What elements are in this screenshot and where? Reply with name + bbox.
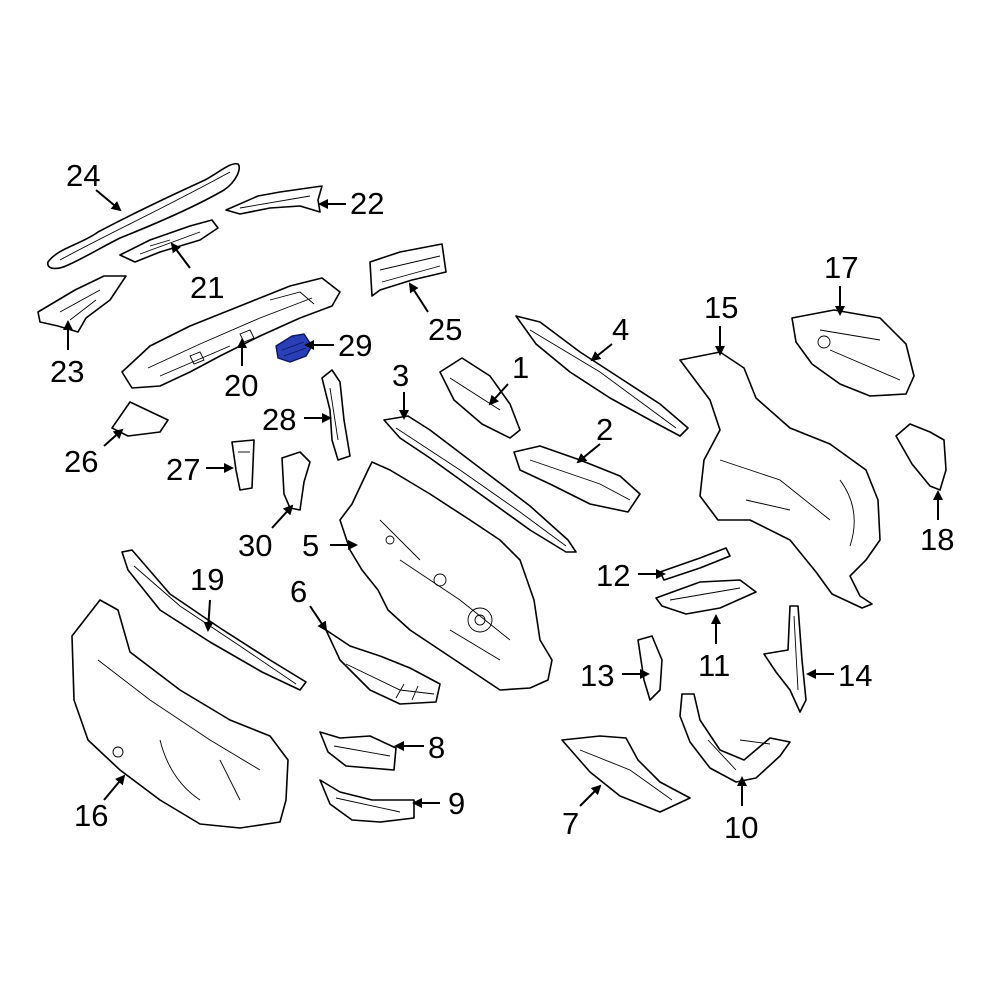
part-2-cowl-brace-lower[interactable] <box>513 445 641 513</box>
leader-21 <box>170 242 191 269</box>
callout-28: 28 <box>262 402 296 437</box>
callout-16: 16 <box>74 798 108 833</box>
callout-1: 1 <box>512 350 529 385</box>
part-24-cowl-seal[interactable] <box>47 162 240 270</box>
callout-7: 7 <box>562 806 579 841</box>
part-15-side-panel[interactable] <box>679 351 881 609</box>
leader-30 <box>271 504 294 529</box>
callout-30: 30 <box>238 528 272 563</box>
part-8-bracket[interactable] <box>319 731 397 771</box>
callout-13: 13 <box>580 658 614 693</box>
part-11-tray[interactable] <box>655 579 757 615</box>
leader-25 <box>408 282 429 313</box>
leader-lines <box>63 189 943 808</box>
part-4-cowl-brace[interactable] <box>515 315 689 437</box>
part-14-pillar-bracket[interactable] <box>763 605 807 713</box>
callout-10: 10 <box>724 810 758 845</box>
part-10-frame-member[interactable] <box>679 693 791 783</box>
callout-12: 12 <box>596 558 630 593</box>
callout-15: 15 <box>704 290 738 325</box>
callout-3: 3 <box>392 358 409 393</box>
callout-5: 5 <box>302 528 319 563</box>
part-29-highlighted-bracket[interactable] <box>275 333 313 363</box>
part-16-dash-insulator[interactable] <box>71 599 289 829</box>
part-13-small-bracket[interactable] <box>637 635 663 701</box>
callout-17: 17 <box>824 250 858 285</box>
leader-7 <box>579 784 602 807</box>
leader-4 <box>590 343 613 362</box>
callout-2: 2 <box>596 412 613 447</box>
callout-29: 29 <box>338 328 372 363</box>
leader-24 <box>95 189 122 212</box>
part-1-reinforcement[interactable] <box>439 357 521 439</box>
callout-numbers: 1 2 3 4 5 6 7 8 9 10 11 12 13 14 15 16 1… <box>50 158 954 845</box>
part-7-floor-panel[interactable] <box>561 735 691 813</box>
callout-8: 8 <box>428 730 445 765</box>
callout-19: 19 <box>190 562 224 597</box>
part-3-cowl-cross-member[interactable] <box>383 415 577 553</box>
callout-27: 27 <box>166 452 200 487</box>
part-6-footwell-panel[interactable] <box>325 629 441 705</box>
callout-24: 24 <box>66 158 100 193</box>
leader-19 <box>203 599 214 632</box>
part-27-duct[interactable] <box>231 439 255 491</box>
leader-1 <box>488 383 509 406</box>
callout-23: 23 <box>50 354 84 389</box>
callout-6: 6 <box>290 574 307 609</box>
callout-18: 18 <box>920 522 954 557</box>
part-30-mount[interactable] <box>281 451 311 511</box>
part-28-upright-bracket[interactable] <box>321 369 351 461</box>
callout-14: 14 <box>838 658 872 693</box>
part-9-support[interactable] <box>319 779 415 823</box>
part-21-cowl-panel[interactable] <box>119 219 219 263</box>
callout-25: 25 <box>428 312 462 347</box>
leader-2 <box>576 443 601 464</box>
callout-21: 21 <box>190 270 224 305</box>
part-22-cowl-bracket[interactable] <box>225 185 323 215</box>
leader-26 <box>103 428 124 447</box>
part-17-wheelhouse-panel[interactable] <box>791 309 915 397</box>
callout-26: 26 <box>64 444 98 479</box>
part-25-insulator-panel[interactable] <box>369 243 447 297</box>
leader-6 <box>309 605 328 632</box>
callout-9: 9 <box>448 786 465 821</box>
callout-20: 20 <box>224 368 258 403</box>
part-26-trim-cap[interactable] <box>111 401 169 437</box>
part-18-corner-bracket[interactable] <box>895 423 947 491</box>
part-23-corner-bracket[interactable] <box>37 275 127 333</box>
leader-16 <box>103 774 126 801</box>
callout-22: 22 <box>350 186 384 221</box>
part-5-dash-panel[interactable] <box>339 461 553 691</box>
callout-11: 11 <box>698 648 730 683</box>
part-12-strip[interactable] <box>659 547 731 581</box>
callout-4: 4 <box>612 312 629 347</box>
